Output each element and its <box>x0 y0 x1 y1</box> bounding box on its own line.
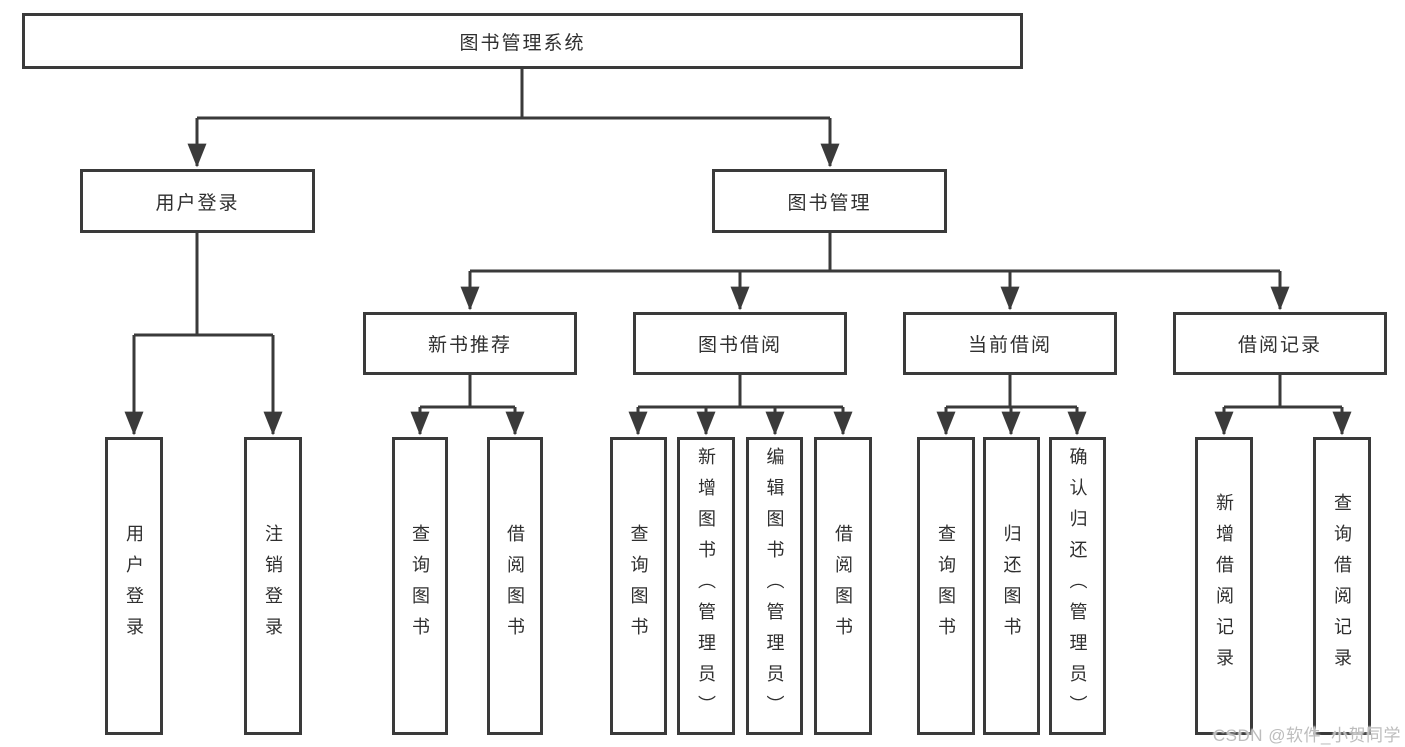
node-new-book-recommendation: 新书推荐 <box>363 312 577 375</box>
node-label: 确认归还（管理员） <box>1067 446 1088 726</box>
node-user-login: 用户登录 <box>80 169 315 233</box>
node-label: 图书借阅 <box>697 335 782 356</box>
csdn-watermark: CSDN @软件_小贺同学 <box>1212 726 1401 745</box>
connector-root-to-level2 <box>187 69 840 168</box>
node-label: 新增借阅记录 <box>1214 493 1234 679</box>
node-label: 新增图书（管理员） <box>696 446 716 726</box>
node-label: 借阅图书 <box>505 524 525 648</box>
node-book-management: 图书管理 <box>712 169 947 233</box>
node-label: 当前借阅 <box>967 335 1052 356</box>
leaf-query-books-current: 查询图书 <box>917 437 975 735</box>
connector-userlogin-to-leaves <box>124 233 283 436</box>
connector-curborrow-to-leaves <box>936 375 1087 436</box>
node-label: 查询图书 <box>936 524 956 648</box>
node-label: 用户登录 <box>124 524 144 648</box>
node-label: 查询图书 <box>410 524 430 648</box>
leaf-query-books-recommendation: 查询图书 <box>392 437 448 735</box>
connector-borrowrec-to-leaves <box>1214 375 1352 436</box>
leaf-query-books-borrowing: 查询图书 <box>610 437 667 735</box>
node-label: 编辑图书（管理员） <box>764 446 785 726</box>
leaf-confirm-return-admin: 确认归还（管理员） <box>1049 437 1106 735</box>
node-label: 借阅记录 <box>1237 335 1322 356</box>
leaf-query-borrow-record: 查询借阅记录 <box>1313 437 1371 735</box>
leaf-user-login: 用户登录 <box>105 437 163 735</box>
node-label: 图书管理系统 <box>459 32 586 54</box>
node-label: 查询借阅记录 <box>1332 493 1352 679</box>
leaf-return-books: 归还图书 <box>983 437 1040 735</box>
leaf-logout: 注销登录 <box>244 437 302 735</box>
node-borrowing-records: 借阅记录 <box>1173 312 1387 375</box>
node-label: 图书管理 <box>787 192 872 214</box>
node-library-management-system: 图书管理系统 <box>22 13 1023 69</box>
leaf-add-borrow-record: 新增借阅记录 <box>1195 437 1253 735</box>
leaf-borrow-books: 借阅图书 <box>814 437 872 735</box>
node-book-borrowing: 图书借阅 <box>633 312 847 375</box>
leaf-edit-books-admin: 编辑图书（管理员） <box>746 437 803 735</box>
connector-bookborrow-to-leaves <box>628 375 853 436</box>
leaf-add-books-admin: 新增图书（管理员） <box>677 437 735 735</box>
node-label: 用户登录 <box>155 192 240 214</box>
connector-newbook-to-leaves <box>410 375 525 436</box>
node-current-borrowing: 当前借阅 <box>903 312 1117 375</box>
node-label: 查询图书 <box>628 524 649 648</box>
leaf-borrow-books-recommendation: 借阅图书 <box>487 437 543 735</box>
node-label: 注销登录 <box>263 524 283 648</box>
connector-bookmgmt-to-level3 <box>460 233 1290 311</box>
node-label: 归还图书 <box>1001 524 1022 648</box>
node-label: 借阅图书 <box>833 524 853 648</box>
node-label: 新书推荐 <box>427 335 512 356</box>
